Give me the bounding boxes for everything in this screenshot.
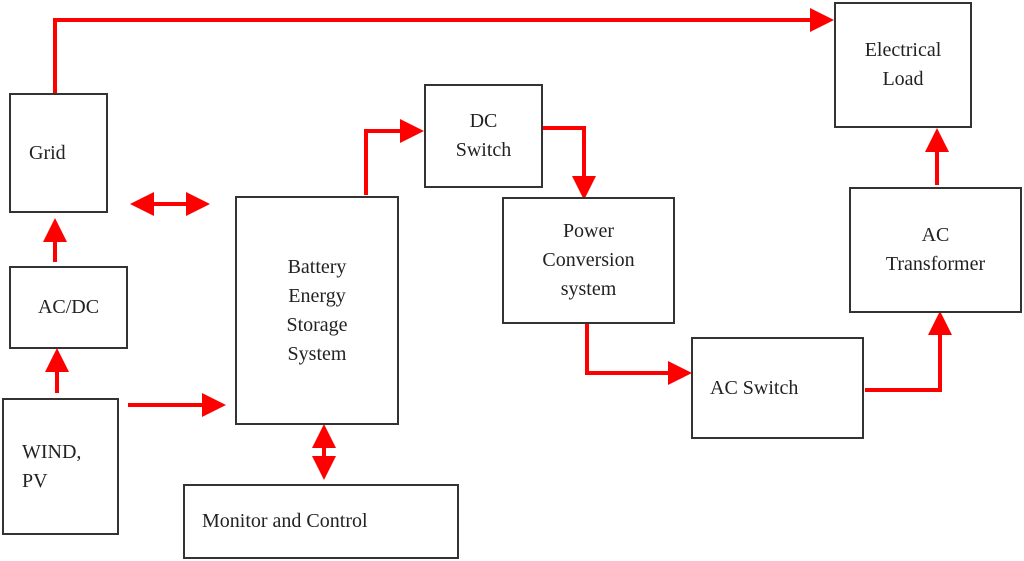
pcs-label-line1: Power [562,220,615,242]
wind-pv-node[interactable]: WIND, PV [2,398,119,535]
grid-node[interactable]: Grid [9,93,108,213]
dc-switch-label-line1: DC [469,110,498,132]
edge-grid-to-load [53,8,834,94]
acdc-label: AC/DC [37,296,100,318]
electrical-load-label-line1: Electrical [864,39,942,61]
electrical-load-label-line2: Load [882,68,924,90]
bess-label-line1: Battery [287,255,347,278]
wind-pv-label-line2: PV [22,469,48,492]
bess-node[interactable]: Battery Energy Storage System [235,196,399,425]
electrical-load-node[interactable]: Electrical Load [834,2,972,128]
pcs-node[interactable]: Power Conversion system [502,197,675,324]
bess-label-line2: Energy [288,284,346,307]
ac-transformer-node[interactable]: AC Transformer [849,187,1022,313]
dc-switch-node[interactable]: DC Switch [424,84,543,188]
ac-switch-label: AC Switch [710,376,799,399]
grid-label: Grid [29,141,66,164]
acdc-node[interactable]: AC/DC [9,266,128,349]
dc-switch-label-line2: Switch [455,139,512,161]
ac-transformer-label-line2: Transformer [885,253,986,275]
edge-pcs-to-ac-switch [585,323,692,385]
wind-pv-label-line1: WIND, [22,440,82,463]
bess-label-line4: System [287,342,347,365]
ac-switch-node[interactable]: AC Switch [691,337,864,439]
edge-bess-to-dc-switch [364,119,424,195]
monitor-control-label: Monitor and Control [202,510,368,532]
monitor-control-node[interactable]: Monitor and Control [183,484,459,559]
ac-transformer-label-line1: AC [921,224,950,246]
bess-label-line3: Storage [286,313,348,336]
edge-ac-switch-to-transformer [865,311,952,392]
edge-dc-switch-to-pcs [542,126,596,200]
pcs-label-line2: Conversion [542,249,635,271]
pcs-label-line3: system [560,278,617,300]
